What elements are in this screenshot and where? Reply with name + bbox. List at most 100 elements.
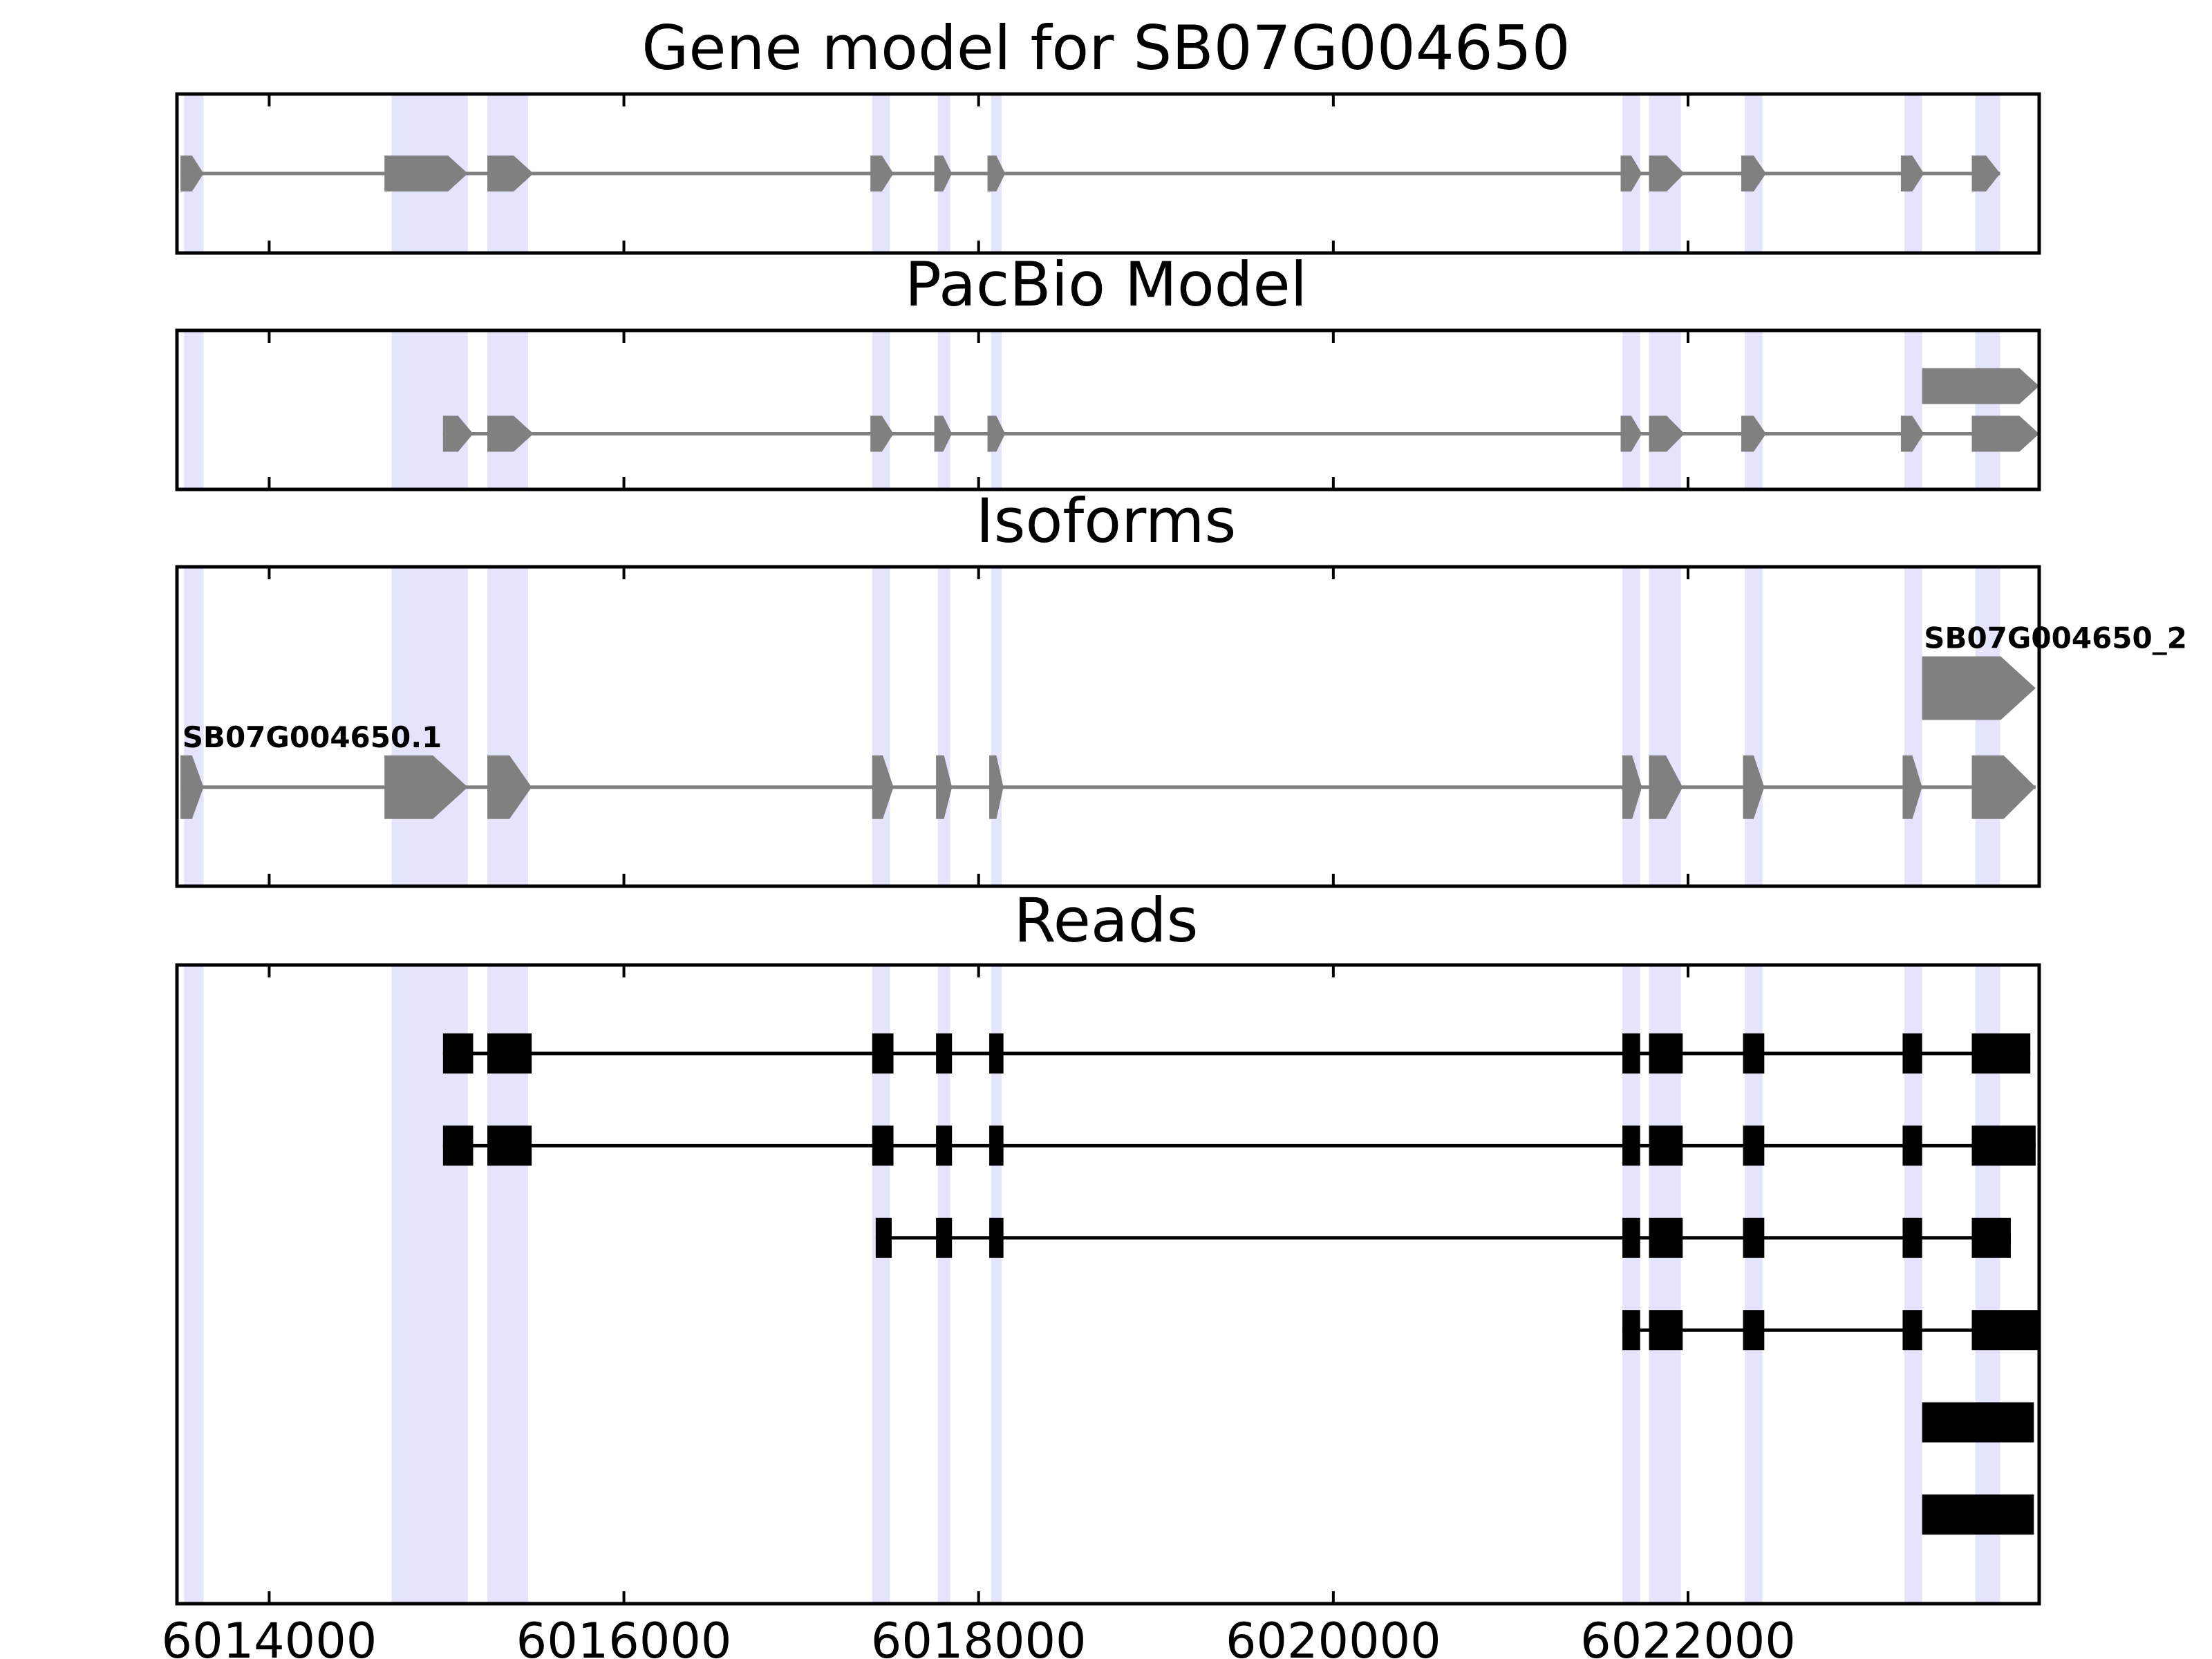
read-block [936,1217,953,1258]
exon-arrow [1649,156,1685,191]
read-block [989,1125,1004,1166]
exon-arrow [870,415,894,452]
read-track [442,1033,2031,1074]
highlight-region [391,330,468,489]
panel-title-gene-model: Gene model for SB07G004650 [641,12,1571,84]
highlight-region [991,567,1002,886]
exon-arrow [442,415,474,452]
read-block [1902,1033,1922,1074]
plot-area-pacbio [175,328,2041,491]
exon-arrow [1971,755,2036,819]
read-block [1649,1125,1683,1166]
highlight-region [487,567,529,886]
highlight-region [1622,567,1640,886]
panel-title-reads: Reads [1014,885,1199,956]
highlight-region [184,567,204,886]
exon-arrow [384,755,468,819]
exon-arrow [180,156,204,191]
isoform-label: SB07G004650_2 [1924,621,2187,655]
highlight-region [1649,330,1681,489]
read-block [487,1033,532,1074]
exon-arrow [1620,415,1642,452]
x-tick-label: 6020000 [1226,1613,1441,1659]
exon-arrow [1622,755,1642,819]
plot-area-gene-model [175,92,2041,255]
x-tick-label: 6022000 [1580,1613,1796,1659]
exon-arrow [934,156,953,191]
read-block [1743,1125,1765,1166]
exon-arrow [870,156,894,191]
highlight-region [937,965,950,1604]
panel-frame [175,565,2041,888]
exon-arrow [1743,755,1765,819]
read-block [1971,1125,2036,1166]
read-block [1649,1033,1683,1074]
read-block [1971,1033,2031,1074]
read-block [989,1217,1004,1258]
exon-arrow [1620,156,1642,191]
model-track [180,156,2000,191]
read-block [989,1033,1004,1074]
read-block [1743,1310,1765,1351]
read-track [442,1125,2036,1166]
exon-arrow [1922,368,2039,404]
highlight-region [937,330,950,489]
highlight-region [1745,567,1763,886]
highlight-region [1745,330,1763,489]
exon-arrow [1971,415,2039,452]
read-block [1743,1033,1765,1074]
model-track: SB07G004650_2 [1922,621,2187,720]
x-tick-label: 6014000 [162,1613,377,1659]
exon-arrow [1900,415,1924,452]
highlight-region [1649,567,1681,886]
read-block [1649,1310,1683,1351]
highlight-region [1975,330,2000,489]
panel-frame [175,963,2041,1606]
model-track [1922,368,2039,404]
exon-arrow [1741,415,1766,452]
read-block [1922,1494,2034,1535]
read-block [875,1217,892,1258]
exon-arrow [872,755,894,819]
read-block [1922,1402,2034,1443]
panel-frame [175,92,2041,255]
read-block [1902,1125,1922,1166]
isoform-label: SB07G004650.1 [182,720,442,754]
highlight-region [1622,330,1640,489]
highlight-region [487,330,529,489]
read-block [872,1033,894,1074]
read-block [1622,1125,1640,1166]
read-track [875,1217,2011,1258]
highlight-region [872,330,890,489]
exon-arrow [1902,755,1922,819]
highlight-region [1904,330,1922,489]
highlight-region [991,965,1002,1604]
panel-pacbio: PacBio Model [175,249,2041,491]
exon-arrow [1741,156,1766,191]
read-block [1622,1033,1640,1074]
highlight-region [184,330,204,489]
read-track [1922,1402,2034,1443]
read-block [936,1125,953,1166]
highlight-region [1975,567,2000,886]
read-block [1971,1310,2039,1351]
read-track [1622,1310,2039,1351]
read-block [872,1125,894,1166]
highlight-region [391,567,468,886]
panel-frame [175,328,2041,491]
exon-arrow [934,415,953,452]
exon-arrow [1922,656,2036,720]
read-block [442,1125,474,1166]
read-block [1622,1310,1640,1351]
exon-arrow [1971,156,2000,191]
plot-area-reads [175,963,2041,1606]
highlight-region [991,330,1002,489]
panel-reads: Reads [175,885,2041,1606]
exon-arrow [487,755,532,819]
read-block [1622,1217,1640,1258]
read-block [442,1033,474,1074]
